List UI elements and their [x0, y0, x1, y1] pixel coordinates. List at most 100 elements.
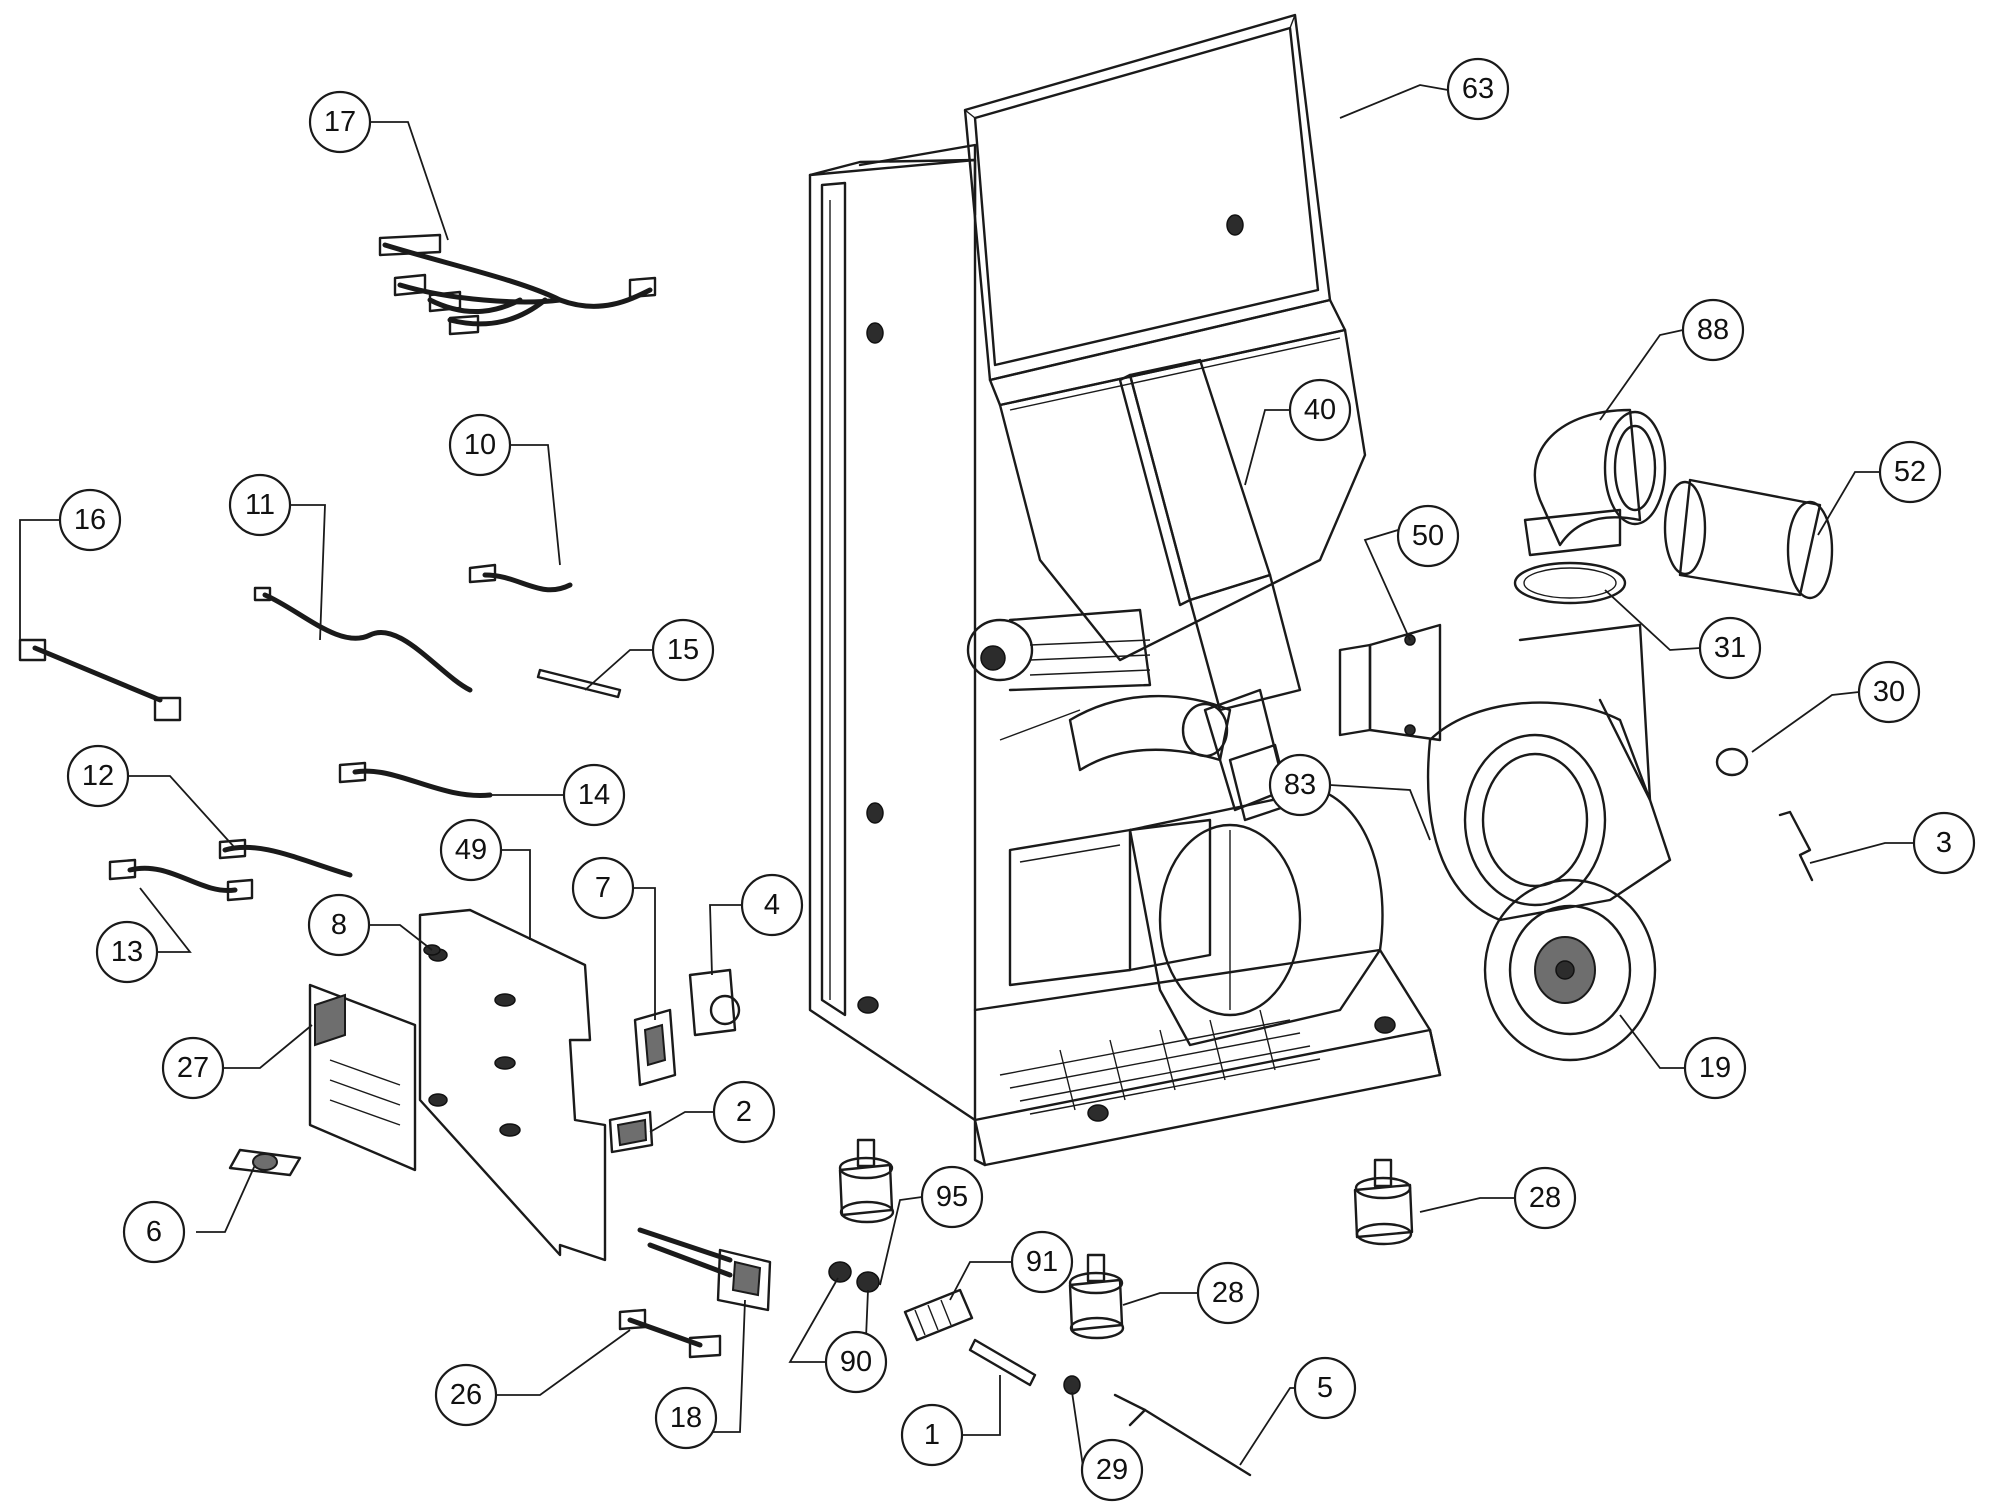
svg-text:18: 18 — [670, 1402, 702, 1434]
part-31-gasket — [1513, 561, 1627, 605]
part-88-elbow — [1523, 408, 1667, 557]
callout-11: 11 — [228, 473, 292, 537]
svg-text:90: 90 — [840, 1346, 872, 1378]
part-28-foot-lower — [1068, 1253, 1125, 1340]
callout-30: 30 — [1857, 660, 1921, 724]
callouts: 63 17 40 88 10 11 16 52 50 15 31 30 12 1… — [58, 57, 1976, 1502]
part-18-power-socket — [637, 1227, 772, 1312]
callout-18: 18 — [654, 1386, 718, 1450]
callout-95: 95 — [920, 1165, 984, 1229]
callout-4: 4 — [740, 873, 804, 937]
part-1-pin — [968, 1338, 1037, 1387]
svg-text:10: 10 — [464, 429, 496, 461]
svg-text:12: 12 — [82, 760, 114, 792]
part-17-harness — [378, 233, 657, 336]
svg-text:30: 30 — [1873, 676, 1905, 708]
svg-text:16: 16 — [74, 504, 106, 536]
callout-10: 10 — [448, 413, 512, 477]
part-10-wire — [468, 563, 573, 593]
svg-text:29: 29 — [1096, 1454, 1128, 1486]
callout-27: 27 — [161, 1036, 225, 1100]
svg-text:11: 11 — [245, 489, 275, 521]
callout-8: 8 — [307, 893, 371, 957]
svg-text:26: 26 — [450, 1379, 482, 1411]
part-91-spring — [903, 1288, 974, 1342]
part-28-foot — [838, 1138, 895, 1224]
callout-91: 91 — [1010, 1230, 1074, 1294]
callout-19: 19 — [1683, 1036, 1747, 1100]
svg-text:88: 88 — [1697, 314, 1729, 346]
callout-28-lower: 28 — [1196, 1261, 1260, 1325]
svg-text:95: 95 — [936, 1181, 968, 1213]
callout-17: 17 — [308, 90, 372, 154]
callout-90: 90 — [824, 1330, 888, 1394]
callout-50: 50 — [1396, 504, 1460, 568]
part-12-wire — [218, 838, 353, 878]
part-26-wire — [618, 1308, 722, 1359]
svg-text:27: 27 — [177, 1052, 209, 1084]
svg-text:50: 50 — [1412, 520, 1444, 552]
callout-6: 6 — [122, 1200, 186, 1264]
callout-13: 13 — [95, 920, 159, 984]
svg-text:40: 40 — [1304, 394, 1336, 426]
part-90-nut — [828, 1261, 880, 1293]
stove-body — [808, 13, 1442, 1167]
part-28-foot-right — [1353, 1158, 1414, 1246]
part-30-disc — [1715, 747, 1749, 777]
callout-49: 49 — [439, 818, 503, 882]
svg-text:13: 13 — [111, 936, 143, 968]
part-11-wire — [253, 586, 473, 693]
svg-text:52: 52 — [1894, 456, 1926, 488]
svg-text:7: 7 — [595, 872, 611, 904]
svg-text:83: 83 — [1284, 769, 1316, 801]
callout-7: 7 — [571, 856, 635, 920]
callout-26: 26 — [434, 1363, 498, 1427]
svg-text:5: 5 — [1317, 1372, 1333, 1404]
part-49-mounting-plate — [418, 908, 607, 1262]
callout-14: 14 — [562, 763, 626, 827]
svg-text:31: 31 — [1714, 632, 1746, 664]
callout-31: 31 — [1698, 616, 1762, 680]
callout-5: 5 — [1293, 1356, 1357, 1420]
part-4-switch — [688, 968, 741, 1037]
part-15-rod — [536, 668, 622, 699]
callout-16: 16 — [58, 488, 122, 552]
callout-28-right: 28 — [1513, 1166, 1577, 1230]
part-29-cap — [1063, 1375, 1081, 1395]
callout-3: 3 — [1912, 811, 1976, 875]
svg-text:8: 8 — [331, 909, 347, 941]
svg-text:6: 6 — [146, 1216, 162, 1248]
svg-text:19: 19 — [1699, 1052, 1731, 1084]
part-5-probe — [1113, 1393, 1252, 1477]
callout-40: 40 — [1288, 378, 1352, 442]
callout-29: 29 — [1080, 1438, 1144, 1502]
svg-text:17: 17 — [324, 106, 356, 138]
part-2-rocker-switch — [608, 1110, 654, 1154]
part-19-blower-motor — [1483, 878, 1657, 1062]
svg-text:28: 28 — [1212, 1277, 1244, 1309]
callout-2: 2 — [712, 1080, 776, 1144]
part-7-switch — [633, 1008, 677, 1087]
callout-83: 83 — [1268, 753, 1332, 817]
part-50-bracket — [1338, 623, 1442, 742]
callout-1: 1 — [900, 1403, 964, 1467]
svg-text:15: 15 — [667, 634, 699, 666]
part-27-control-board — [308, 983, 417, 1172]
svg-text:28: 28 — [1529, 1182, 1561, 1214]
part-83-housing — [1426, 623, 1672, 922]
callout-52: 52 — [1878, 440, 1942, 504]
svg-text:4: 4 — [764, 889, 780, 921]
svg-text:63: 63 — [1462, 73, 1494, 105]
svg-text:49: 49 — [455, 834, 487, 866]
svg-text:14: 14 — [578, 779, 610, 811]
callout-63: 63 — [1446, 57, 1510, 121]
callout-88: 88 — [1681, 298, 1745, 362]
leader-lines — [19, 84, 1914, 1481]
part-16-wire — [18, 638, 182, 722]
part-6-thermo-disc — [228, 1148, 302, 1177]
svg-text:2: 2 — [736, 1096, 752, 1128]
part-52-pipe-coupler — [1663, 478, 1834, 600]
callout-15: 15 — [651, 618, 715, 682]
part-13-wire — [108, 858, 254, 902]
